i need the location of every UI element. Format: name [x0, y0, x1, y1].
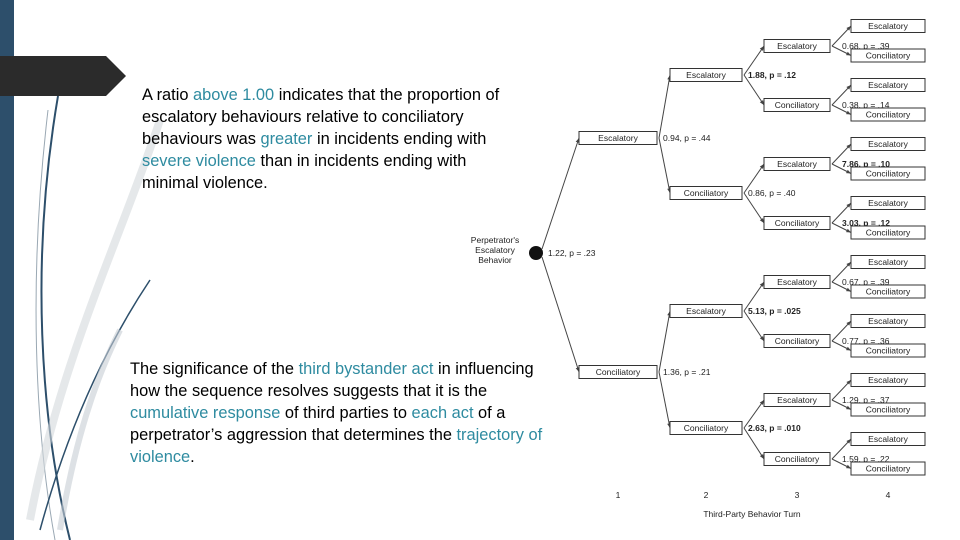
axis-title: Third-Party Behavior Turn — [703, 509, 801, 519]
tree-edge — [542, 138, 579, 249]
ratio-stat: 0.86, p = .40 — [748, 188, 796, 198]
svg-text:Conciliatory: Conciliatory — [866, 110, 911, 120]
level2-node: Conciliatory — [670, 422, 742, 435]
level4-node: Escalatory — [851, 138, 925, 151]
tree-edge — [542, 257, 579, 372]
level2-node: Conciliatory — [670, 187, 742, 200]
arrowhead — [760, 282, 764, 287]
tree-edge — [659, 372, 670, 428]
svg-text:Conciliatory: Conciliatory — [866, 346, 911, 356]
svg-text:Escalatory: Escalatory — [777, 277, 817, 287]
svg-text:Escalatory: Escalatory — [868, 257, 908, 267]
level2-node: Escalatory — [670, 69, 742, 82]
level4-node: Escalatory — [851, 256, 925, 269]
svg-text:Conciliatory: Conciliatory — [866, 405, 911, 415]
level3-node: Conciliatory — [764, 453, 830, 466]
level2-node: Escalatory — [670, 305, 742, 318]
svg-text:Escalatory: Escalatory — [777, 159, 817, 169]
tree-edge — [659, 311, 670, 372]
root-node — [529, 246, 543, 260]
ratio-stat: 5.13, p = .025 — [748, 306, 801, 316]
root-label: Escalatory — [475, 245, 515, 255]
ratio-stat: 1.36, p = .21 — [663, 367, 711, 377]
tree-edge — [659, 75, 670, 138]
level3-node: Escalatory — [764, 40, 830, 53]
level4-node: Conciliatory — [851, 49, 925, 62]
svg-text:Conciliatory: Conciliatory — [684, 423, 729, 433]
arrowhead — [760, 336, 764, 341]
level1-node: Conciliatory — [579, 366, 657, 379]
arrowhead — [760, 100, 764, 105]
svg-text:Escalatory: Escalatory — [868, 375, 908, 385]
axis-tick-label: 2 — [704, 490, 709, 500]
svg-text:Conciliatory: Conciliatory — [775, 454, 820, 464]
tree-edge — [659, 138, 670, 193]
svg-text:Escalatory: Escalatory — [868, 434, 908, 444]
svg-text:Conciliatory: Conciliatory — [684, 188, 729, 198]
level4-node: Conciliatory — [851, 167, 925, 180]
level4-node: Escalatory — [851, 197, 925, 210]
svg-text:Conciliatory: Conciliatory — [775, 100, 820, 110]
svg-text:Escalatory: Escalatory — [686, 70, 726, 80]
ratio-stat: 1.88, p = .12 — [748, 70, 796, 80]
svg-text:Escalatory: Escalatory — [777, 395, 817, 405]
level4-node: Conciliatory — [851, 344, 925, 357]
level4-node: Conciliatory — [851, 462, 925, 475]
level1-node: Escalatory — [579, 132, 657, 145]
axis-tick-label: 4 — [886, 490, 891, 500]
level4-node: Escalatory — [851, 433, 925, 446]
level4-node: Conciliatory — [851, 285, 925, 298]
svg-text:Conciliatory: Conciliatory — [775, 336, 820, 346]
level3-node: Escalatory — [764, 394, 830, 407]
level4-node: Escalatory — [851, 315, 925, 328]
svg-text:Conciliatory: Conciliatory — [866, 287, 911, 297]
level4-node: Escalatory — [851, 374, 925, 387]
svg-text:Conciliatory: Conciliatory — [866, 51, 911, 61]
axis-tick-label: 3 — [795, 490, 800, 500]
svg-text:Conciliatory: Conciliatory — [775, 218, 820, 228]
level3-node: Conciliatory — [764, 217, 830, 230]
arrowhead — [760, 454, 764, 459]
svg-text:Escalatory: Escalatory — [868, 139, 908, 149]
arrowhead — [760, 164, 764, 169]
level3-node: Conciliatory — [764, 99, 830, 112]
axis-tick-label: 1 — [616, 490, 621, 500]
svg-text:Escalatory: Escalatory — [777, 41, 817, 51]
level4-node: Escalatory — [851, 20, 925, 33]
root-label: Perpetrator's — [471, 235, 519, 245]
svg-text:Conciliatory: Conciliatory — [866, 464, 911, 474]
level4-node: Conciliatory — [851, 403, 925, 416]
ratio-stat: 2.63, p = .010 — [748, 423, 801, 433]
arrowhead — [760, 218, 764, 223]
svg-text:Escalatory: Escalatory — [686, 306, 726, 316]
level4-node: Escalatory — [851, 79, 925, 92]
level4-node: Conciliatory — [851, 226, 925, 239]
svg-text:Escalatory: Escalatory — [868, 80, 908, 90]
level3-node: Conciliatory — [764, 335, 830, 348]
level4-node: Conciliatory — [851, 108, 925, 121]
svg-text:Escalatory: Escalatory — [868, 316, 908, 326]
level3-node: Escalatory — [764, 158, 830, 171]
level3-node: Escalatory — [764, 276, 830, 289]
arrowhead — [760, 46, 764, 51]
ratio-stat: 1.22, p = .23 — [548, 248, 596, 258]
svg-text:Escalatory: Escalatory — [868, 198, 908, 208]
ratio-stat: 0.94, p = .44 — [663, 133, 711, 143]
svg-text:Conciliatory: Conciliatory — [596, 367, 641, 377]
svg-text:Conciliatory: Conciliatory — [866, 228, 911, 238]
svg-text:Escalatory: Escalatory — [868, 21, 908, 31]
arrowhead — [760, 400, 764, 405]
root-label: Behavior — [478, 255, 512, 265]
svg-text:Escalatory: Escalatory — [598, 133, 638, 143]
svg-text:Conciliatory: Conciliatory — [866, 169, 911, 179]
